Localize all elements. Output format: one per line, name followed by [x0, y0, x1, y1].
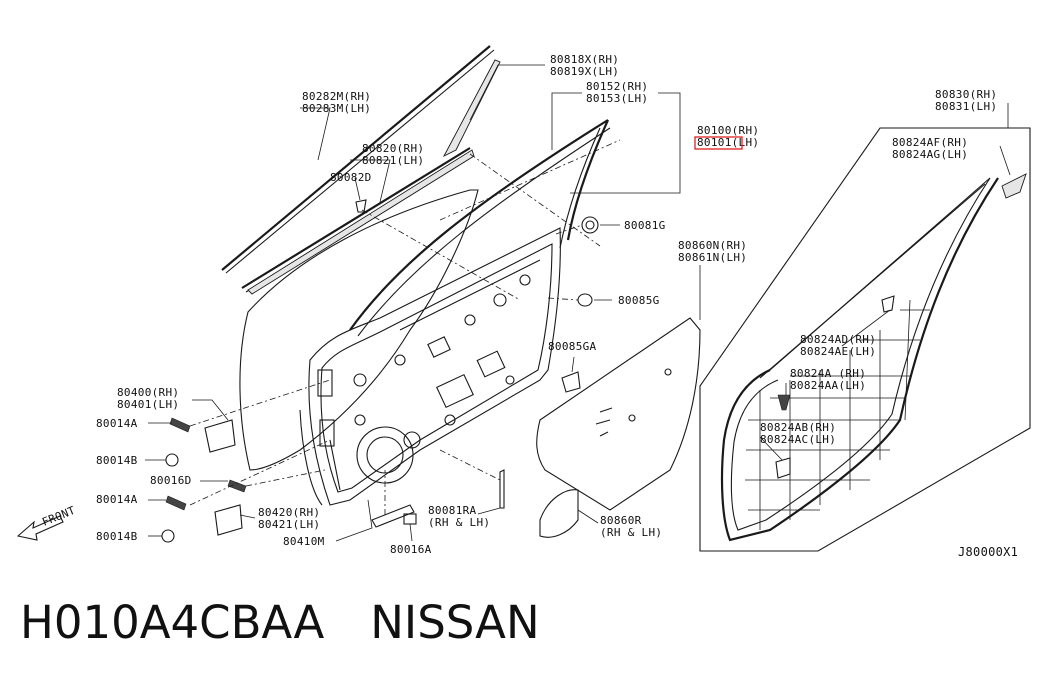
- label-p80081ra-line2: (RH & LH): [428, 516, 490, 529]
- label-p80085ga-line1: 80085GA: [548, 340, 597, 353]
- label-p80100-line1: 80100(RH): [697, 124, 759, 137]
- label-p80824ab-line2: 80824AC(LH): [760, 433, 836, 446]
- part-labels: 80818X(RH)80819X(LH) 80282M(RH)80283M(LH)…: [96, 53, 997, 556]
- label-p80820-line2: 80821(LH): [362, 154, 424, 167]
- label-p80824ab-line1: 80824AB(RH): [760, 421, 836, 434]
- front-label: FRONT: [40, 504, 77, 529]
- weatherstrip-box: [699, 127, 1031, 552]
- label-p80420-line1: 80420(RH): [258, 506, 320, 519]
- label-p80860n-line1: 80860N(RH): [678, 239, 747, 252]
- label-p80016a-line1: 80016A: [390, 543, 432, 556]
- highlight-box: [694, 136, 743, 150]
- label-p80014b-2-line1: 80014B: [96, 530, 138, 543]
- caption-brand: NISSAN: [370, 596, 540, 649]
- label-p80014a-1-line1: 80014A: [96, 417, 138, 430]
- caption-code: H010A4CBAA: [20, 596, 325, 649]
- label-p80824ad-line2: 80824AE(LH): [800, 345, 876, 358]
- figure-id: J80000X1: [958, 545, 1018, 559]
- label-p80410m-line1: 80410M: [283, 535, 325, 548]
- label-p80152-line2: 80153(LH): [586, 92, 648, 105]
- label-p80830-line2: 80831(LH): [935, 100, 997, 113]
- sash-cover-drawing: [442, 59, 501, 158]
- label-p80152-line1: 80152(RH): [586, 80, 648, 93]
- label-p80824a-line1: 80824A (RH): [790, 367, 866, 380]
- label-p80818-line1: 80818X(RH): [550, 53, 619, 66]
- label-p80824ad-line1: 80824AD(RH): [800, 333, 876, 346]
- door-panel-drawing: [299, 227, 561, 506]
- label-p80014a-2-line1: 80014A: [96, 493, 138, 506]
- label-p80824a-line2: 80824AA(LH): [790, 379, 866, 392]
- check-link-drawing: [371, 470, 417, 528]
- leader-lines: [145, 64, 1011, 542]
- label-p80420-line2: 80421(LH): [258, 518, 320, 531]
- label-p80824af-line2: 80824AG(LH): [892, 148, 968, 161]
- label-p80830-line1: 80830(RH): [935, 88, 997, 101]
- label-p80100-line2: 80101(LH): [697, 136, 759, 149]
- parts-diagram: FRONT 80818X(RH)80819X(LH) 80282M(RH)8028…: [16, 45, 1031, 559]
- outer-moulding-drawing: [221, 45, 495, 295]
- label-p80818-line2: 80819X(LH): [550, 65, 619, 78]
- label-p80824af-line1: 80824AF(RH): [892, 136, 968, 149]
- small-parts-drawing: [355, 199, 599, 509]
- label-p80082-line1: 80082D: [330, 171, 372, 184]
- label-p80081g-line1: 80081G: [624, 219, 666, 232]
- label-p80860r-line2: (RH & LH): [600, 526, 662, 539]
- hinge-drawing: [161, 379, 331, 543]
- front-arrow: FRONT: [16, 504, 77, 541]
- label-p80860n-line2: 80861N(LH): [678, 251, 747, 264]
- label-p80016d-line1: 80016D: [150, 474, 192, 487]
- label-p80282-line2: 80283M(LH): [302, 102, 371, 115]
- caption: H010A4CBAA NISSAN: [20, 596, 540, 662]
- sealing-screen-drawing: [536, 317, 701, 538]
- door-glass-drawing: [239, 189, 479, 471]
- body-weatherstrip-drawing: [720, 173, 1027, 542]
- door-sash-frame-drawing: [349, 119, 611, 337]
- label-p80400-line1: 80400(RH): [117, 386, 179, 399]
- label-p80081ra-line1: 80081RA: [428, 504, 477, 517]
- label-p80400-line2: 80401(LH): [117, 398, 179, 411]
- label-p80282-line1: 80282M(RH): [302, 90, 371, 103]
- label-p80860r-line1: 80860R: [600, 514, 642, 527]
- label-p80014b-1-line1: 80014B: [96, 454, 138, 467]
- label-p80085g-line1: 80085G: [618, 294, 660, 307]
- label-p80820-line1: 80820(RH): [362, 142, 424, 155]
